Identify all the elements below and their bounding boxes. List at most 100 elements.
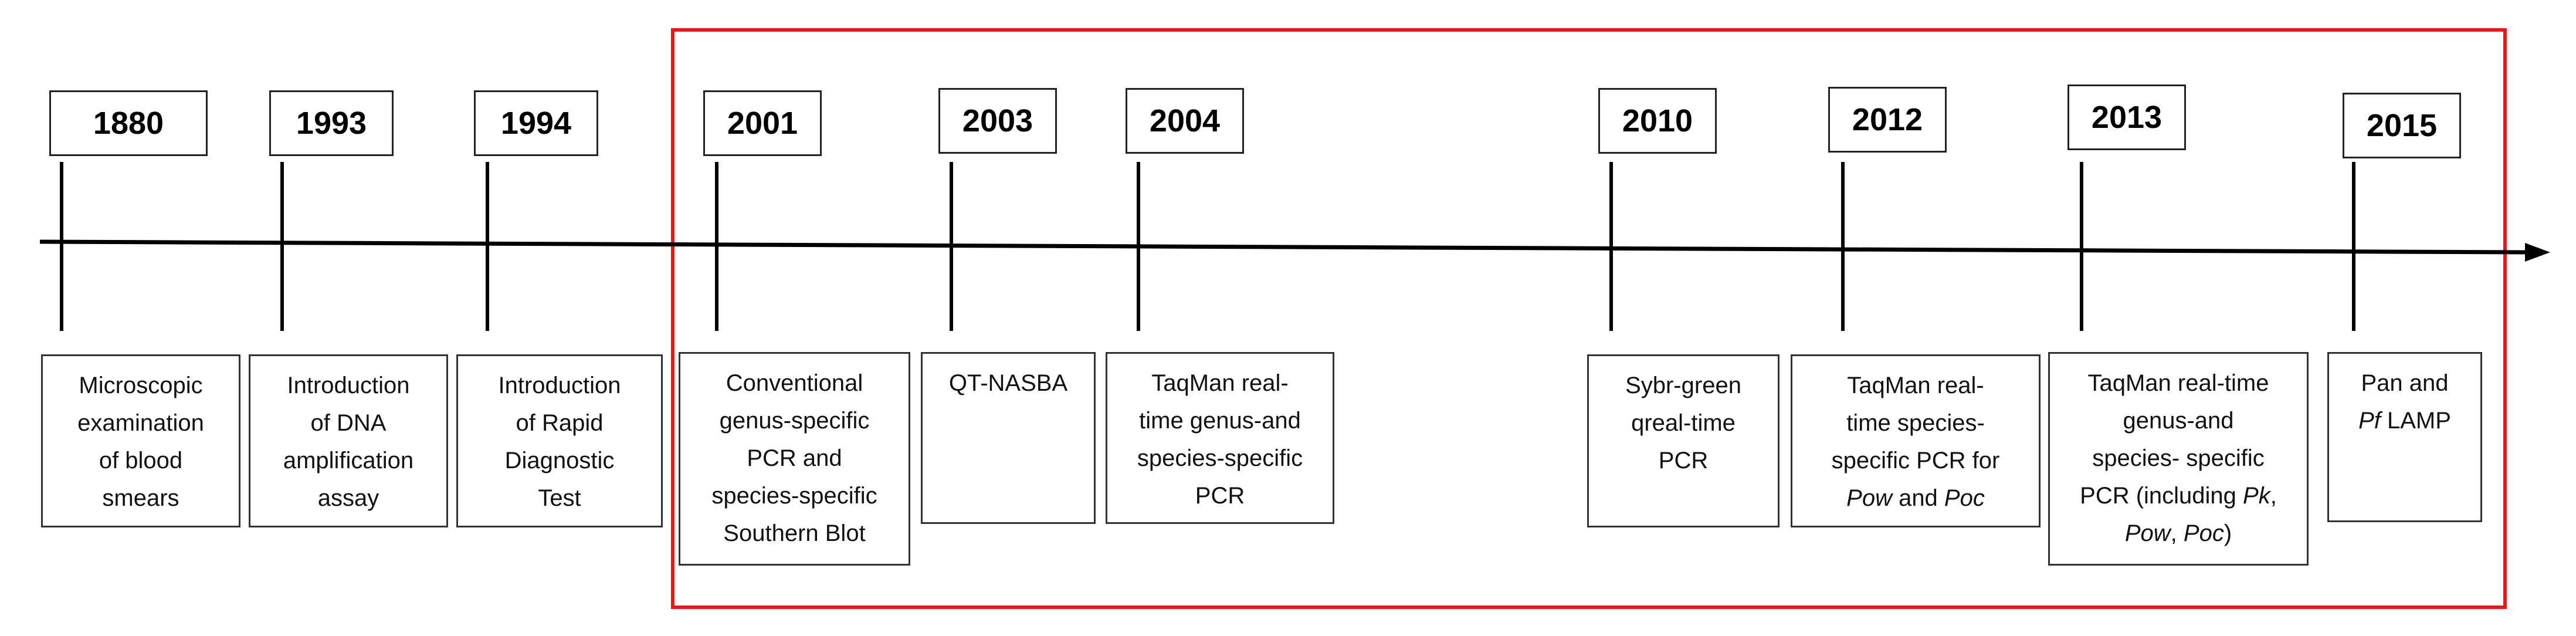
italic-term: Pow bbox=[1846, 485, 1892, 511]
text-segment: species-specific bbox=[1137, 445, 1303, 471]
text-segment: LAMP bbox=[2380, 408, 2451, 434]
event-text-line: of blood bbox=[43, 442, 239, 479]
text-segment: smears bbox=[102, 485, 179, 511]
event-box-1880: Microscopic examination of blood smears bbox=[41, 354, 240, 527]
event-text-line: genus-specific bbox=[680, 402, 909, 439]
event-text-line: PCR (including Pk, bbox=[2050, 477, 2307, 515]
event-text-line: time species- bbox=[1792, 404, 2039, 442]
timeline-arrowhead bbox=[2525, 243, 2550, 262]
text-segment: Diagnostic bbox=[504, 448, 615, 473]
year-label-2010: 2010 bbox=[1598, 88, 1717, 154]
year-label-2003: 2003 bbox=[938, 88, 1057, 154]
text-segment: Test bbox=[538, 485, 581, 511]
text-segment: , bbox=[2170, 520, 2184, 546]
text-segment: genus-specific bbox=[719, 408, 870, 434]
year-label-2001: 2001 bbox=[703, 90, 822, 156]
event-text-line: examination bbox=[43, 404, 239, 442]
event-text-line: TaqMan real- bbox=[1792, 367, 2039, 404]
text-segment: Conventional bbox=[726, 370, 863, 396]
text-segment: QT-NASBA bbox=[948, 370, 1068, 396]
italic-term: Poc bbox=[2183, 520, 2224, 546]
year-label-1880: 1880 bbox=[49, 90, 208, 156]
event-text-line: Test bbox=[458, 479, 661, 517]
text-segment: Pan and bbox=[2361, 370, 2449, 396]
text-segment: of Rapid bbox=[516, 410, 604, 436]
year-label-2012: 2012 bbox=[1828, 87, 1947, 153]
text-segment: Introduction bbox=[287, 373, 410, 398]
text-segment: PCR and bbox=[747, 445, 842, 471]
text-segment: ) bbox=[2224, 520, 2232, 546]
text-segment: Sybr-green bbox=[1625, 373, 1741, 398]
event-box-2012: TaqMan real-time species-specific PCR fo… bbox=[1791, 354, 2041, 527]
text-segment: TaqMan real- bbox=[1847, 373, 1984, 398]
year-label-2004: 2004 bbox=[1126, 88, 1244, 154]
year-label-1993: 1993 bbox=[269, 90, 394, 156]
event-text-line: Pf LAMP bbox=[2329, 402, 2480, 439]
italic-term: Poc bbox=[1944, 485, 1985, 511]
text-segment: time genus-and bbox=[1139, 408, 1301, 434]
text-segment: , bbox=[2270, 483, 2277, 509]
text-segment: of blood bbox=[99, 448, 183, 473]
event-text-line: Pow, Poc) bbox=[2050, 515, 2307, 552]
event-text-line: Sybr-green bbox=[1589, 367, 1778, 404]
text-segment: qreal-time bbox=[1631, 410, 1736, 436]
text-segment: Southern Blot bbox=[723, 520, 866, 546]
event-text-line: time genus-and bbox=[1107, 402, 1333, 439]
italic-term: Pk bbox=[2243, 483, 2270, 509]
text-segment: time species- bbox=[1846, 410, 1985, 436]
highlight-box bbox=[671, 28, 2507, 609]
event-text-line: species-specific bbox=[680, 477, 909, 515]
italic-term: Pow bbox=[2124, 520, 2171, 546]
event-text-line: Conventional bbox=[680, 364, 909, 402]
event-text-line: species-specific bbox=[1107, 439, 1333, 477]
event-text-line: smears bbox=[43, 479, 239, 517]
text-segment: of DNA bbox=[310, 410, 387, 436]
text-segment: genus-and bbox=[2123, 408, 2234, 434]
event-text-line: Introduction bbox=[458, 367, 661, 404]
text-segment: PCR bbox=[1195, 483, 1245, 509]
event-text-line: Diagnostic bbox=[458, 442, 661, 479]
text-segment: species-specific bbox=[711, 483, 877, 509]
text-segment: PCR (including bbox=[2080, 483, 2243, 509]
event-text-line: QT-NASBA bbox=[923, 364, 1094, 402]
event-text-line: specific PCR for bbox=[1792, 442, 2039, 479]
text-segment: PCR bbox=[1658, 448, 1709, 473]
event-box-2003: QT-NASBA bbox=[921, 352, 1096, 524]
italic-term: Pf bbox=[2358, 408, 2381, 434]
event-text-line: of DNA bbox=[250, 404, 446, 442]
event-text-line: PCR bbox=[1589, 442, 1778, 479]
text-segment: amplification bbox=[283, 448, 414, 473]
event-text-line: TaqMan real- bbox=[1107, 364, 1333, 402]
event-text-line: TaqMan real-time bbox=[2050, 364, 2307, 402]
year-label-2015: 2015 bbox=[2343, 93, 2461, 158]
event-text-line: PCR bbox=[1107, 477, 1333, 515]
event-text-line: Pow and Poc bbox=[1792, 479, 2039, 517]
event-box-2004: TaqMan real-time genus-and species-specif… bbox=[1106, 352, 1334, 524]
event-text-line: of Rapid bbox=[458, 404, 661, 442]
text-segment: TaqMan real-time bbox=[2087, 370, 2269, 396]
text-segment: and bbox=[1892, 485, 1944, 511]
year-label-2013: 2013 bbox=[2067, 84, 2186, 150]
event-box-1993: Introduction of DNA amplification assay bbox=[249, 354, 448, 527]
text-segment: specific PCR for bbox=[1831, 448, 2000, 473]
event-text-line: qreal-time bbox=[1589, 404, 1778, 442]
event-text-line: assay bbox=[250, 479, 446, 517]
event-box-2013: TaqMan real-time genus-and species- specif… bbox=[2048, 352, 2309, 566]
event-text-line: Southern Blot bbox=[680, 515, 909, 552]
text-segment: Microscopic bbox=[79, 373, 203, 398]
year-label-1994: 1994 bbox=[474, 90, 598, 156]
text-segment: assay bbox=[317, 485, 379, 511]
event-text-line: genus-and bbox=[2050, 402, 2307, 439]
event-text-line: Introduction bbox=[250, 367, 446, 404]
event-text-line: Pan and bbox=[2329, 364, 2480, 402]
event-text-line: species- specific bbox=[2050, 439, 2307, 477]
timeline-line bbox=[39, 239, 2528, 255]
event-text-line: PCR and bbox=[680, 439, 909, 477]
text-segment: TaqMan real- bbox=[1151, 370, 1289, 396]
